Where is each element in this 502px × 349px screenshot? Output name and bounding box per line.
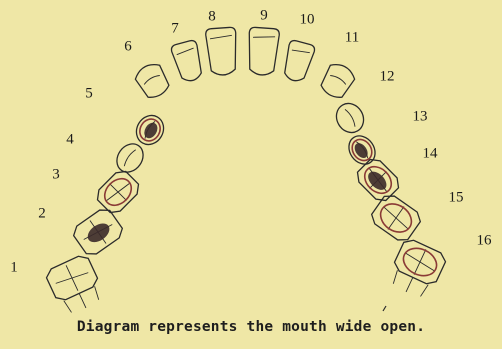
tooth-10 <box>281 39 316 83</box>
tooth-number-15: 15 <box>449 190 464 207</box>
tooth-16 <box>385 237 448 302</box>
tooth-13 <box>344 131 381 169</box>
tooth-number-14: 14 <box>423 146 438 163</box>
tooth-number-9: 9 <box>260 8 268 25</box>
diagram-caption: Diagram represents the mouth wide open. <box>0 319 502 335</box>
tooth-number-12: 12 <box>380 69 395 86</box>
tooth-number-3: 3 <box>52 167 60 184</box>
tooth-number-10: 10 <box>300 12 315 29</box>
tooth-number-6: 6 <box>124 39 132 56</box>
tooth-2 <box>70 205 126 258</box>
tooth-number-11: 11 <box>345 30 359 47</box>
tooth-11 <box>317 60 357 102</box>
tooth-5 <box>131 111 169 150</box>
tooth-9 <box>246 27 279 76</box>
tooth-4 <box>112 139 149 177</box>
tooth-number-4: 4 <box>66 132 74 149</box>
tooth-number-1: 1 <box>10 260 18 277</box>
tooth-12 <box>331 99 369 138</box>
tooth-number-5: 5 <box>85 86 93 103</box>
ink-mark <box>383 306 386 311</box>
tooth-2-filling <box>84 220 113 246</box>
tooth-number-2: 2 <box>38 206 46 223</box>
tooth-7 <box>170 39 205 83</box>
tooth-number-8: 8 <box>208 9 216 26</box>
tooth-3 <box>93 167 142 216</box>
tooth-number-7: 7 <box>171 21 179 38</box>
tooth-number-13: 13 <box>413 109 428 126</box>
tooth-6 <box>132 60 172 102</box>
tooth-1 <box>44 253 107 318</box>
tooth-8 <box>205 27 238 76</box>
tooth-number-16: 16 <box>477 233 492 250</box>
